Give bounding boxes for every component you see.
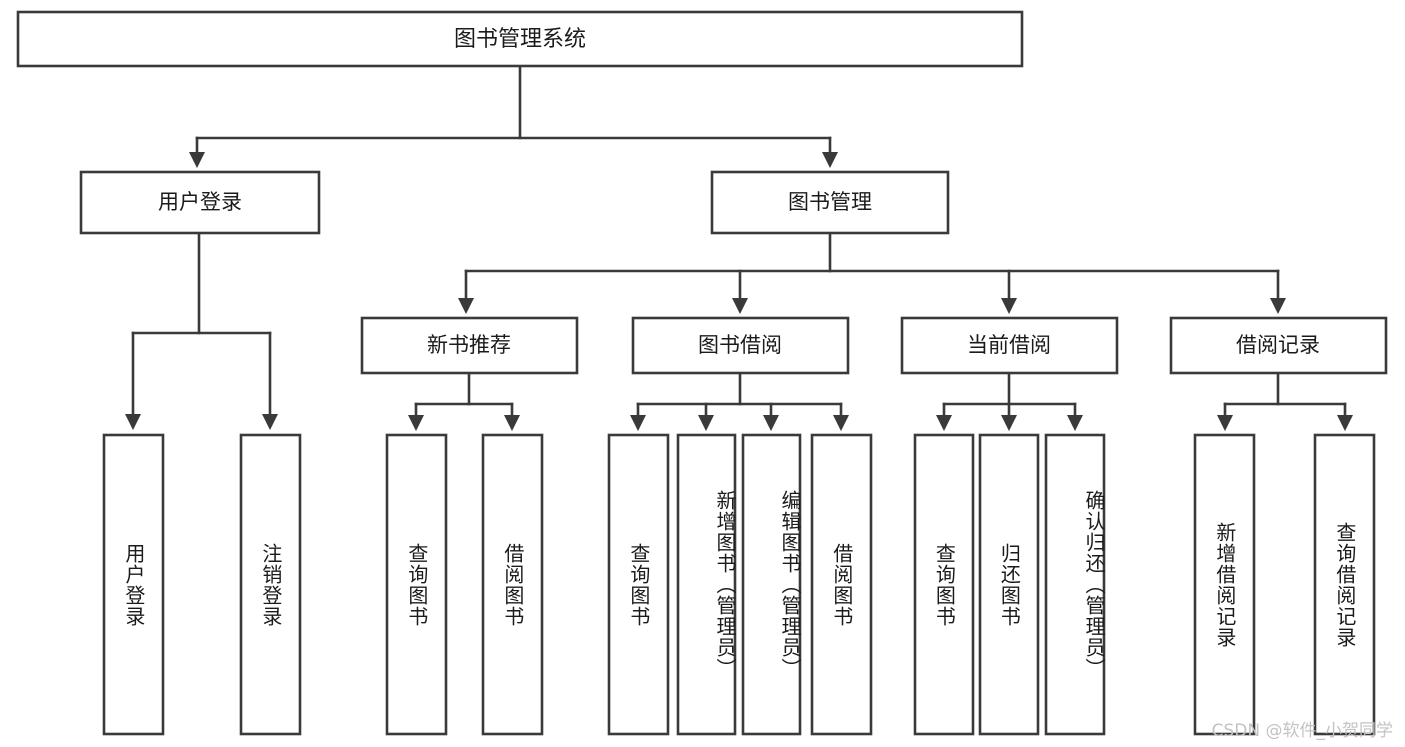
leaf-box-query-book-current[interactable] [913,433,975,736]
leaf-box-query-book-borrow[interactable] [607,433,670,736]
csdn-watermark: CSDN @软件_小贺同学 [1211,721,1393,741]
leaf-box-borrow-book-newbook[interactable] [481,433,544,736]
leaf-box-edit-book-admin[interactable] [741,433,802,736]
node-label-user-login: 用户登录 [158,190,242,214]
node-root-book-management-system[interactable]: 图书管理系统 [16,10,1024,68]
node-user-login[interactable]: 用户登录 [79,170,321,235]
connector-bookborrow-to-leaves [629,371,850,432]
node-book-management[interactable]: 图书管理 [710,170,950,235]
connector-bookmgmt-to-level2 [457,231,1287,315]
leaf-box-query-borrow-record[interactable] [1313,433,1376,736]
connector-userlogin-to-leaves [124,231,279,431]
node-label-current-borrow: 当前借阅 [967,333,1051,357]
node-current-borrow[interactable]: 当前借阅 [900,316,1119,375]
node-label-book-management: 图书管理 [788,190,872,214]
connector-borrowrecord-to-leaves [1216,371,1354,432]
leaf-box-logout-login[interactable] [239,433,302,736]
leaf-box-confirm-return-admin[interactable] [1044,433,1106,736]
leaf-box-add-borrow-record[interactable] [1193,433,1256,736]
leaf-box-return-book[interactable] [978,433,1040,736]
node-label-book-borrow: 图书借阅 [698,333,782,357]
node-label-borrow-record: 借阅记录 [1236,333,1320,357]
node-label-root: 图书管理系统 [454,27,586,52]
node-borrow-record[interactable]: 借阅记录 [1169,316,1388,375]
leaf-box-user-login[interactable] [102,433,165,736]
connector-newbook-to-leaves [407,371,521,432]
connector-currentborrow-to-leaves [935,371,1084,432]
node-new-book-recommend[interactable]: 新书推荐 [360,316,579,375]
node-label-new-book-recommend: 新书推荐 [427,333,511,357]
leaf-box-borrow-book-borrow[interactable] [810,433,873,736]
connector-root-to-level1 [188,64,839,169]
leaf-box-query-book-newbook[interactable] [385,433,448,736]
leaf-box-add-book-admin[interactable] [676,433,737,736]
node-book-borrow[interactable]: 图书借阅 [631,316,850,375]
